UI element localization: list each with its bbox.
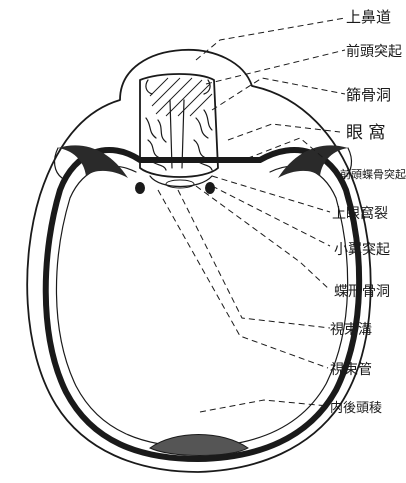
left-optic-canal bbox=[135, 182, 145, 194]
label-optic-groove: 視束溝 bbox=[330, 322, 372, 338]
label-frontozygomatic-process: 前頭蝶骨突起 bbox=[340, 167, 406, 181]
label-lesser-wing-process: 小翼突起 bbox=[334, 242, 390, 258]
label-superior-orbital-fissure: 上眼窩裂 bbox=[332, 205, 388, 222]
label-superior-nasal-meatus: 上鼻道 bbox=[346, 8, 391, 26]
frontal-process-left bbox=[146, 80, 152, 94]
crista-hatching bbox=[150, 78, 212, 116]
right-optic-canal bbox=[205, 182, 215, 194]
label-internal-occipital-ridge: 内後頭稜 bbox=[330, 400, 382, 416]
label-sphenoid-sinus: 蝶形骨洞 bbox=[334, 284, 390, 300]
label-optic-canal: 視束管 bbox=[330, 362, 372, 378]
label-ethmoid-cells: 篩骨洞 bbox=[346, 86, 391, 104]
label-orbit: 眼 窩 bbox=[346, 123, 385, 143]
label-frontal-sinus-process: 前頭突起 bbox=[346, 43, 402, 60]
label-group: 上鼻道 前頭突起 篩骨洞 眼 窩 前頭蝶骨突起 上眼窩裂 小翼突起 蝶形骨洞 視… bbox=[330, 8, 406, 416]
cranial-cavity-wall bbox=[46, 150, 359, 459]
internal-occipital-ridge-shape bbox=[150, 435, 248, 456]
cranial-cavity-inner-line bbox=[56, 166, 347, 447]
leader-lines bbox=[158, 18, 345, 412]
